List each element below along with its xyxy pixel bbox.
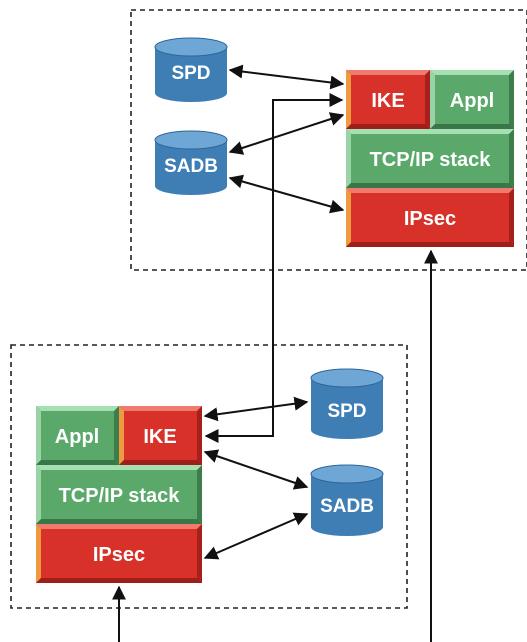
- bottom-ipsec-block: IPsec: [36, 524, 202, 583]
- bottom-ike-spd-arrow: [203, 396, 309, 422]
- bottom-spd-database-icon: SPD: [310, 368, 384, 439]
- top-host-frame: [130, 9, 527, 271]
- bottom-sadb-database-icon: SADB: [310, 464, 384, 536]
- bottom-sadb-label: SADB: [320, 496, 374, 517]
- top-sadb-ipsec-arrow: [228, 174, 345, 214]
- top-ike-block: IKE: [346, 70, 430, 129]
- bottom-appl-label: Appl: [55, 426, 99, 448]
- top-sadb-ike-arrow: [228, 112, 345, 155]
- ike-negotiation-arrow: [204, 93, 344, 443]
- top-sadb-label: SADB: [164, 156, 218, 177]
- bottom-spd-label: SPD: [327, 401, 366, 422]
- top-spd-database-icon: SPD: [154, 37, 228, 102]
- top-tcpip-label: TCP/IP stack: [370, 149, 492, 171]
- top-ike-label: IKE: [371, 90, 404, 112]
- top-spd-ike-arrow: [228, 64, 345, 90]
- bottom-ike-label: IKE: [143, 426, 176, 448]
- top-appl-block: Appl: [430, 70, 514, 129]
- bottom-tcpip-block: TCP/IP stack: [36, 465, 202, 524]
- bottom-ipsec-label: IPsec: [93, 544, 145, 566]
- top-appl-label: Appl: [450, 90, 494, 112]
- top-tcpip-block: TCP/IP stack: [346, 129, 514, 188]
- bottom-ike-block: IKE: [119, 406, 202, 465]
- top-sadb-database-icon: SADB: [154, 130, 228, 195]
- top-ipsec-label: IPsec: [404, 208, 456, 230]
- top-stack: IKE Appl TCP/IP stack IPsec: [346, 70, 514, 247]
- top-spd-label: SPD: [171, 63, 210, 84]
- bottom-ike-sadb-arrow: [203, 449, 309, 490]
- bottom-appl-block: Appl: [36, 406, 119, 465]
- bottom-tcpip-label: TCP/IP stack: [59, 485, 181, 507]
- top-ipsec-block: IPsec: [346, 188, 514, 247]
- bottom-stack: Appl IKE TCP/IP stack IPsec: [36, 406, 202, 583]
- bottom-ipsec-sadb-arrow: [203, 512, 309, 560]
